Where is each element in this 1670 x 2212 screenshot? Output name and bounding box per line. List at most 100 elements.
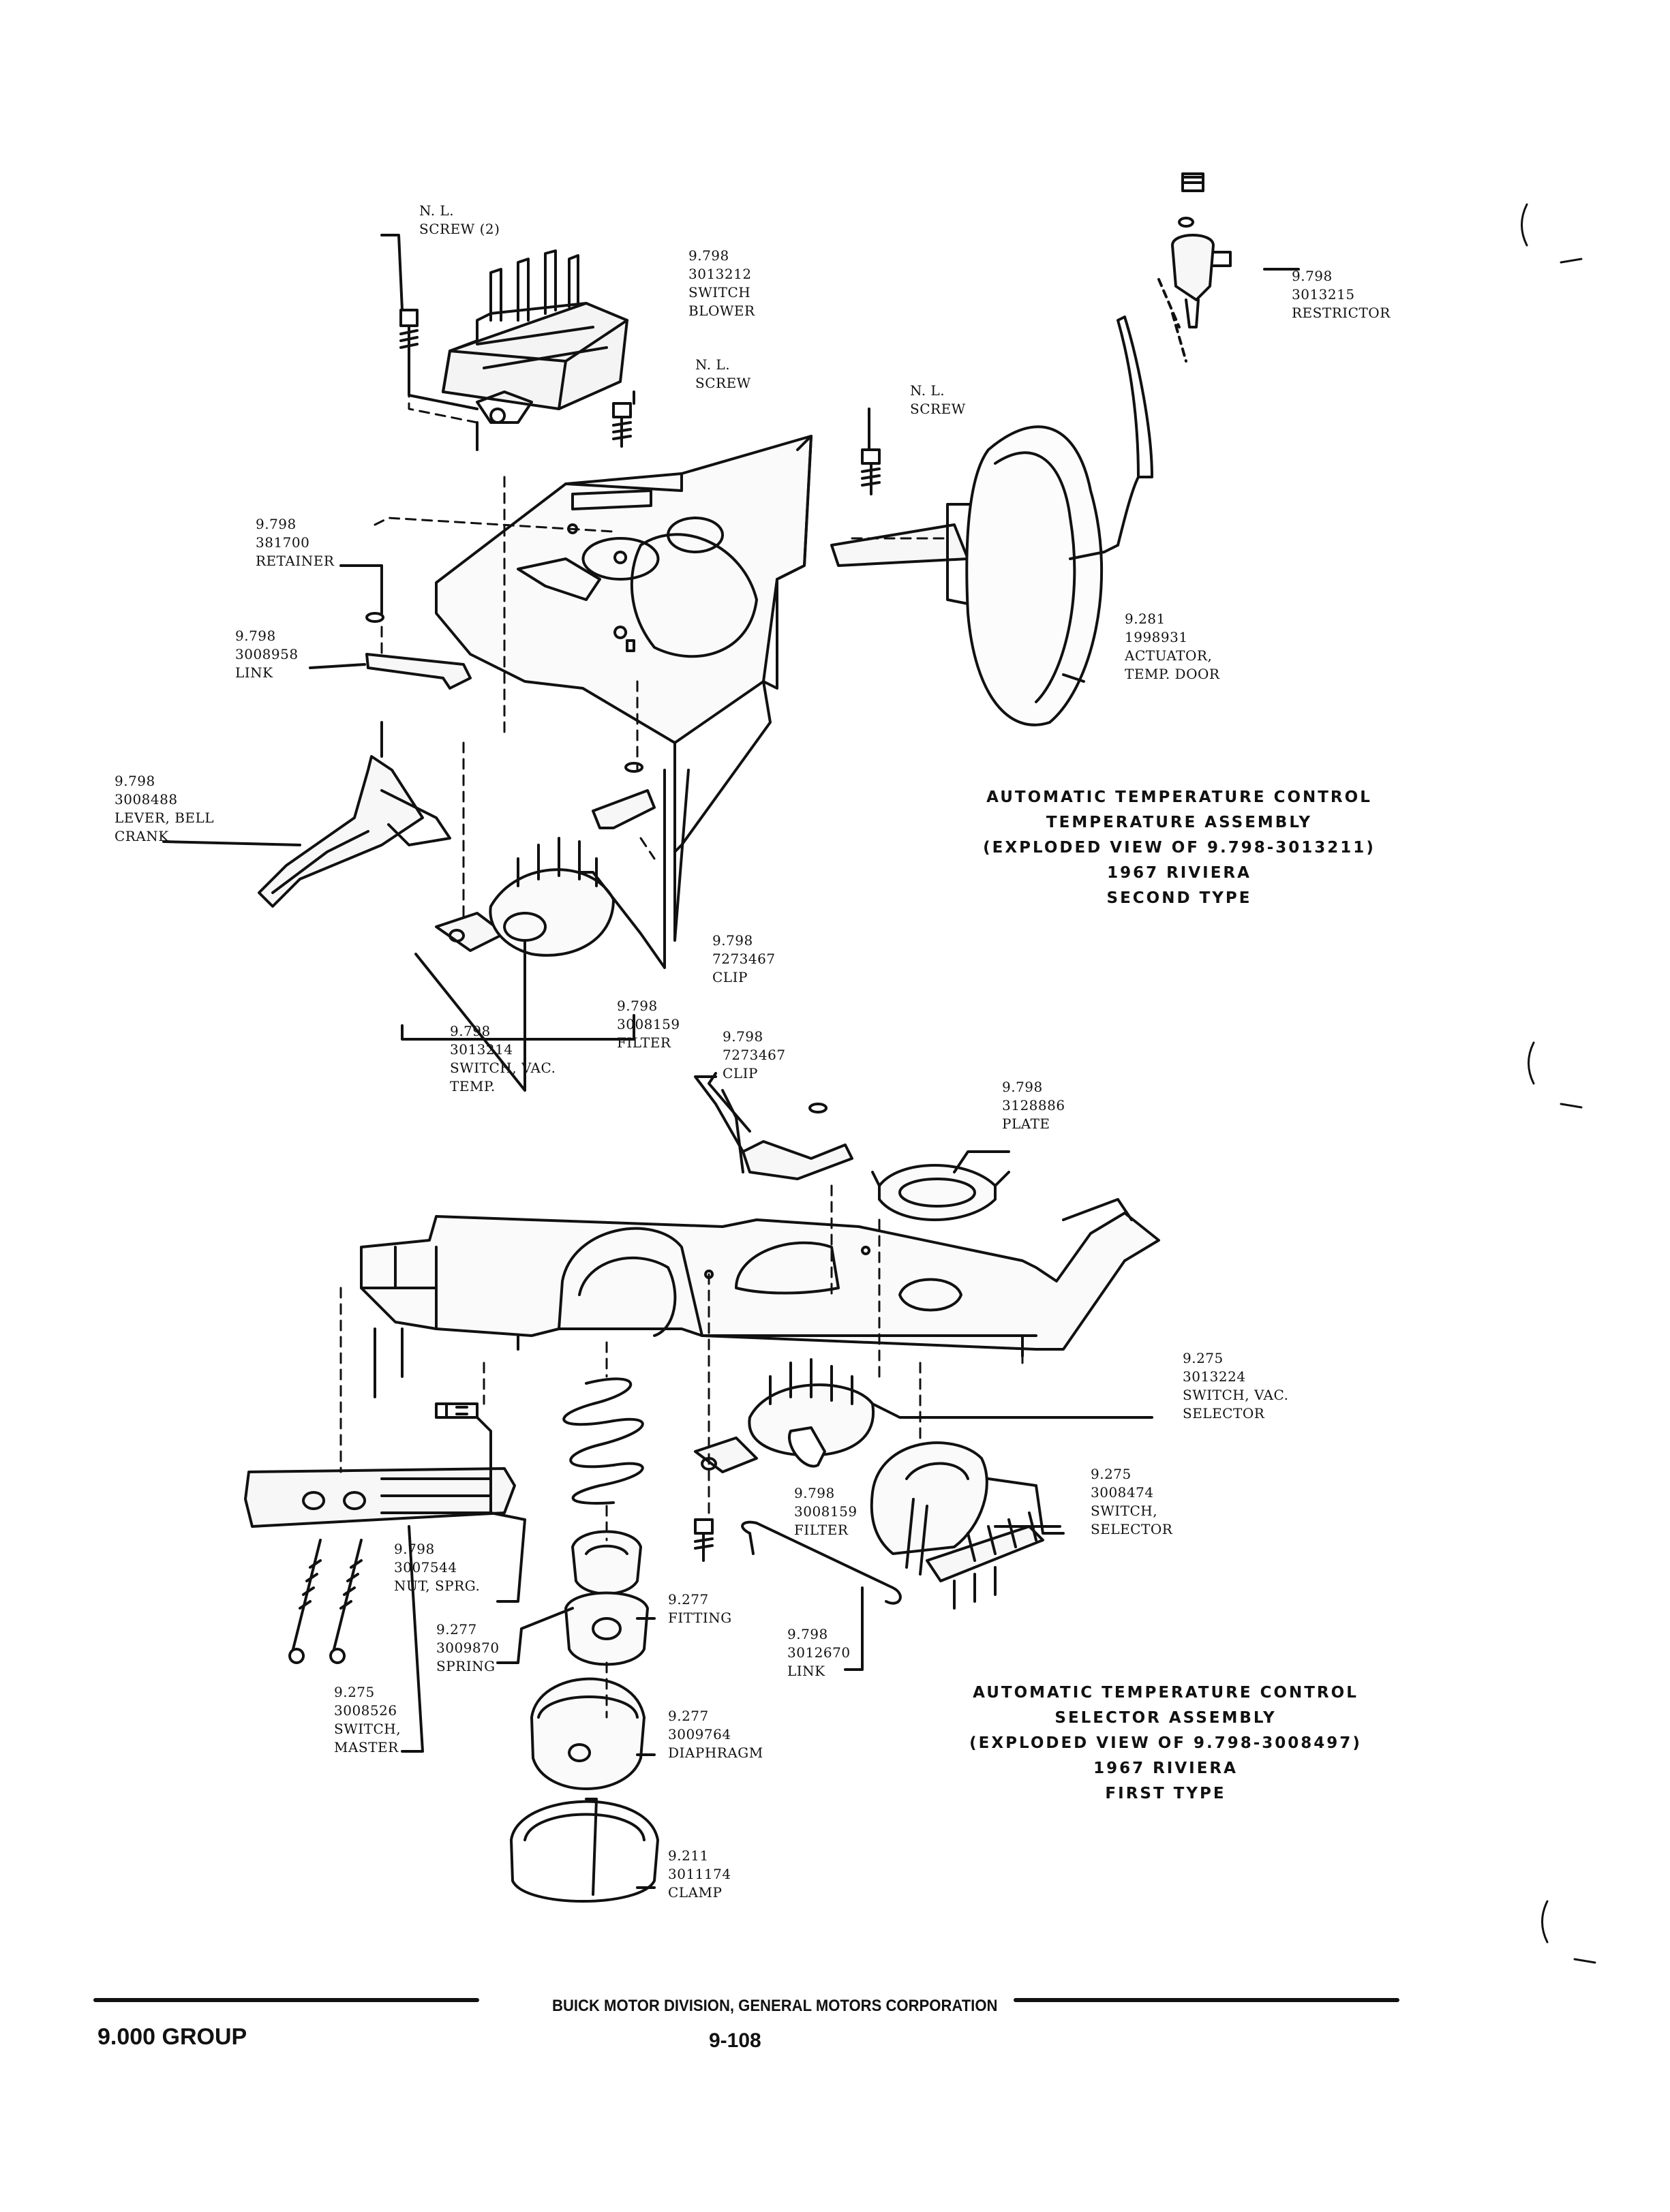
caption-line: SECOND TYPE	[1106, 889, 1252, 907]
label-clip-upper: 9.798 7273467 CLIP	[712, 932, 776, 987]
label-line: CLIP	[712, 969, 748, 985]
label-spring: 9.277 3009870 SPRING	[436, 1620, 500, 1676]
label-line: 9.798	[617, 998, 658, 1014]
label-line: SWITCH, VAC.	[1183, 1387, 1289, 1403]
label-line: SWITCH,	[1091, 1503, 1158, 1519]
label-line: CLAMP	[668, 1884, 723, 1901]
label-line: 3013212	[688, 266, 752, 282]
label-line: N. L.	[910, 382, 945, 399]
screw-drawing	[861, 448, 881, 495]
label-line: PLATE	[1002, 1116, 1050, 1132]
label-line: CRANK	[115, 828, 169, 844]
coil-spring-drawing	[562, 1377, 644, 1505]
label-line: 3013224	[1183, 1368, 1246, 1385]
label-line: SCREW (2)	[419, 221, 500, 237]
label-link-lower: 9.798 3012670 LINK	[787, 1625, 851, 1680]
label-restrictor: 9.798 3013215 RESTRICTOR	[1292, 267, 1391, 322]
label-line: SWITCH	[688, 284, 751, 301]
label-line: 9.798	[1002, 1079, 1043, 1095]
label-line: BLOWER	[688, 303, 755, 319]
caption-line: 1967 RIVIERA	[1093, 1760, 1238, 1777]
caption-line: (EXPLODED VIEW OF 9.798-3013211)	[983, 839, 1376, 857]
caption-line: SELECTOR ASSEMBLY	[1054, 1709, 1277, 1727]
label-line: RESTRICTOR	[1292, 305, 1391, 321]
label-line: 3009764	[668, 1726, 731, 1742]
label-line: 9.798	[115, 773, 155, 789]
fitting-drawing	[564, 1530, 649, 1666]
label-line: N. L.	[419, 202, 455, 219]
caption-line: AUTOMATIC TEMPERATURE CONTROL	[973, 1684, 1358, 1702]
label-line: DIAPHRAGM	[668, 1745, 763, 1761]
restrictor-drawing	[1157, 172, 1232, 363]
label-line: 9.281	[1125, 611, 1166, 627]
label-line: 3008159	[617, 1016, 680, 1032]
label-line: 9.798	[787, 1626, 828, 1642]
label-line: 1998931	[1125, 629, 1188, 645]
label-line: SPRING	[436, 1658, 496, 1674]
link-drawing	[365, 653, 472, 690]
label-line: N. L.	[695, 356, 731, 373]
label-line: 9.798	[256, 516, 297, 532]
label-line: 9.798	[1292, 268, 1333, 284]
label-line: NUT, SPRG.	[394, 1578, 481, 1594]
label-line: 3012670	[787, 1644, 851, 1661]
label-line: 3013214	[450, 1041, 513, 1058]
label-line: SWITCH, VAC.	[450, 1060, 556, 1076]
label-line: 9.798	[794, 1485, 835, 1501]
label-screw-a: N. L. SCREW	[695, 356, 751, 393]
label-line: ACTUATOR,	[1125, 647, 1213, 664]
label-line: 3007544	[394, 1559, 457, 1576]
label-line: 9.798	[712, 932, 753, 949]
screw-drawing	[399, 309, 419, 356]
caption-line: AUTOMATIC TEMPERATURE CONTROL	[986, 788, 1372, 806]
label-line: SELECTOR	[1091, 1521, 1173, 1537]
label-line: FILTER	[617, 1034, 671, 1051]
footer-publisher: BUICK MOTOR DIVISION, GENERAL MOTORS COR…	[552, 1997, 998, 2015]
caption-temperature-assembly: AUTOMATIC TEMPERATURE CONTROL TEMPERATUR…	[975, 785, 1384, 911]
label-screw-b: N. L. SCREW	[910, 382, 966, 418]
label-nut-sprg: 9.798 3007544 NUT, SPRG.	[394, 1540, 480, 1595]
caption-line: FIRST TYPE	[1105, 1785, 1226, 1802]
label-line: 3008488	[115, 791, 178, 808]
link-wire-drawing	[741, 1520, 902, 1605]
caption-line: (EXPLODED VIEW OF 9.798-3008497)	[969, 1734, 1362, 1752]
label-line: LEVER, BELL	[115, 810, 215, 826]
nut-spring-drawing	[435, 1402, 479, 1419]
label-line: SCREW	[910, 401, 966, 417]
label-line: TEMP.	[450, 1078, 496, 1094]
page-number: 9-108	[709, 2029, 761, 2052]
label-line: 9.277	[436, 1621, 477, 1638]
label-filter-upper: 9.798 3008159 FILTER	[617, 997, 680, 1052]
screw-drawing	[612, 402, 632, 448]
label-switch-selector: 9.275 3008474 SWITCH, SELECTOR	[1091, 1465, 1172, 1539]
label-line: SWITCH,	[334, 1721, 401, 1737]
vacuum-selector-switch-drawing	[694, 1358, 875, 1473]
screw-drawing	[694, 1518, 714, 1562]
label-line: 9.275	[1091, 1466, 1132, 1482]
label-line: 9.798	[235, 628, 276, 644]
label-switch-vac-temp: 9.798 3013214 SWITCH, VAC. TEMP.	[450, 1022, 556, 1096]
label-filter-lower: 9.798 3008159 FILTER	[794, 1484, 857, 1539]
clip-drawing	[592, 762, 656, 829]
label-link: 9.798 3008958 LINK	[235, 627, 299, 682]
label-lever-bell-crank: 9.798 3008488 LEVER, BELL CRANK	[115, 772, 214, 846]
label-line: 381700	[256, 534, 310, 551]
selector-housing-drawing	[360, 1198, 1160, 1398]
label-line: RETAINER	[256, 553, 335, 569]
selector-switch-drawing	[870, 1441, 1044, 1610]
label-line: 3013215	[1292, 286, 1355, 303]
vacuum-hose-drawing	[1117, 316, 1153, 547]
retainer-drawing	[365, 612, 385, 623]
label-line: 9.798	[723, 1028, 763, 1045]
label-line: 9.211	[668, 1847, 709, 1864]
label-line: 3008474	[1091, 1484, 1154, 1501]
label-line: 3008958	[235, 646, 299, 662]
label-switch-vac-selector: 9.275 3013224 SWITCH, VAC. SELECTOR	[1183, 1349, 1288, 1423]
label-line: LINK	[235, 664, 273, 681]
clip-drawing	[742, 1103, 853, 1180]
label-fitting: 9.277 FITTING	[668, 1591, 732, 1627]
label-switch-blower: 9.798 3013212 SWITCH BLOWER	[688, 247, 755, 320]
label-line: 9.798	[450, 1023, 491, 1039]
label-line: 9.798	[394, 1541, 435, 1557]
label-screw-2: N. L. SCREW (2)	[419, 202, 500, 239]
